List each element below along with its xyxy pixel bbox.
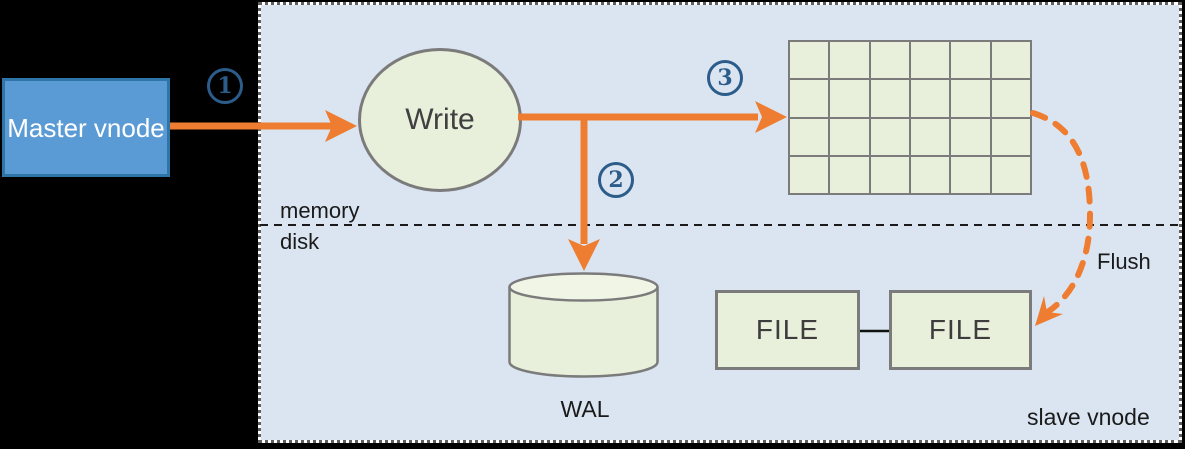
grid-cell [870,80,909,117]
file-box-1: FILE [715,290,860,370]
file-1-label: FILE [755,314,820,345]
file-2-label: FILE [928,314,993,345]
master-vnode-box: Master vnode [2,78,170,177]
memtable-grid [788,40,1032,195]
grid-cell [790,42,829,79]
step-2-number: 2 [608,167,624,193]
step-3-number: 3 [717,65,733,91]
flush-label: Flush [1097,249,1151,274]
grid-cell [870,42,909,79]
write-label: Write [405,103,475,136]
grid-cell [910,42,950,79]
grid-cell [991,42,1030,79]
grid-cell [910,156,950,193]
grid-cell [910,118,950,155]
disk-label: disk [280,229,320,254]
step-1-badge: 1 [207,68,243,104]
grid-cell [790,118,829,155]
grid-cell [910,80,950,117]
grid-cell [790,80,829,117]
step-2-badge: 2 [598,162,634,198]
memory-label: memory [280,198,360,223]
step-3-badge: 3 [707,60,743,96]
grid-cell [830,80,869,117]
grid-cell [830,118,869,155]
grid-cell [991,156,1030,193]
master-vnode-label: Master vnode [7,112,165,143]
grid-cell [951,118,990,155]
grid-cell [870,156,909,193]
write-ellipse: Write [358,48,522,192]
grid-cell [991,118,1030,155]
slave-vnode-label: slave vnode [1027,404,1150,430]
grid-cell [790,156,829,193]
wal-label: WAL [560,396,610,422]
grid-cell [951,156,990,193]
file-box-2: FILE [889,290,1032,370]
step-1-number: 1 [217,73,233,99]
grid-cell [870,118,909,155]
grid-cell [951,80,990,117]
grid-cell [830,42,869,79]
grid-cell [991,80,1030,117]
grid-cell [830,156,869,193]
grid-cell [951,42,990,79]
